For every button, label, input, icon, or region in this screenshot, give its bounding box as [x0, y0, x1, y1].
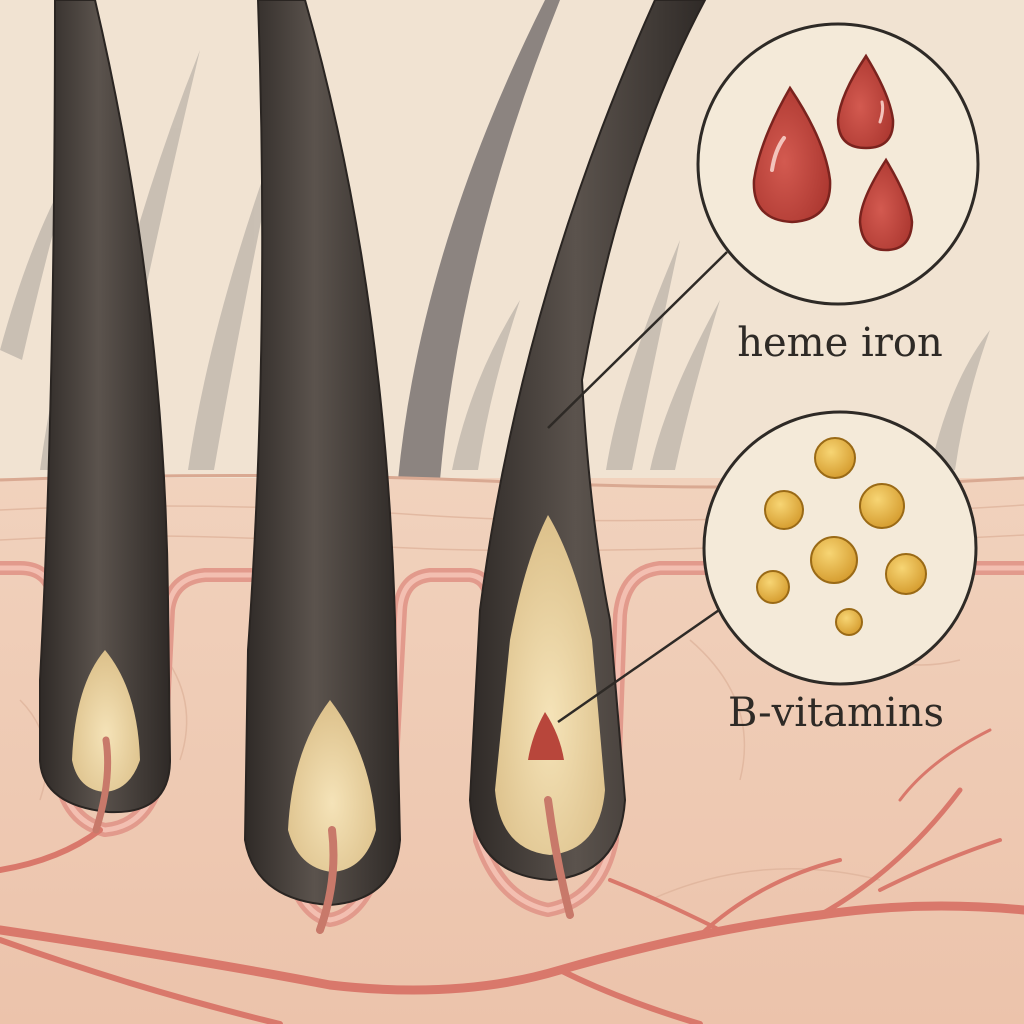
- background-hair: [650, 300, 720, 470]
- b-vitamins-callout: B-vitamins: [702, 410, 978, 736]
- heme-iron-callout: heme iron: [696, 22, 980, 366]
- background-hair: [452, 300, 520, 470]
- papilla-vessel-inner: [0, 565, 1024, 923]
- heme-iron-leader-line: [547, 251, 728, 429]
- blood-drop-icon: [836, 53, 895, 150]
- blood-drop-icon: [858, 157, 914, 252]
- blood-vessels: [0, 728, 1024, 1024]
- b-vitamins-leader-line: [557, 606, 723, 724]
- background-hair: [606, 240, 680, 470]
- vitamin-bead-icon: [859, 483, 905, 529]
- heme-iron-label: heme iron: [737, 320, 943, 366]
- background-hair: [188, 130, 280, 470]
- drop-highlight: [878, 100, 885, 124]
- b-vitamins-label: B-vitamins: [728, 690, 944, 736]
- hair-shaft: [39, 0, 172, 814]
- hair-bulb: [72, 650, 140, 792]
- vitamin-bead-icon: [756, 570, 790, 604]
- vitamin-bead-icon: [810, 536, 858, 584]
- blood-drop-icon: [752, 85, 832, 224]
- papilla-capillary: [316, 826, 338, 934]
- heme-iron-circle: [696, 22, 980, 306]
- inner-root-sheath: [495, 515, 605, 855]
- drop-highlight: [770, 136, 786, 172]
- vitamin-bead-icon: [835, 608, 863, 636]
- vitamin-bead-icon: [764, 490, 804, 530]
- background-hair: [0, 170, 70, 360]
- hair-follicle-1: [39, 0, 172, 834]
- papilla-capillary: [544, 796, 574, 919]
- background-hair: [930, 330, 990, 470]
- dermal-papilla: [528, 712, 564, 760]
- background-hair-dark: [398, 0, 560, 480]
- hair-bulb: [288, 700, 376, 872]
- vitamin-bead-icon: [885, 553, 927, 595]
- papilla-capillary: [92, 736, 112, 834]
- vitamin-bead-icon: [814, 437, 856, 479]
- hair-follicle-2: [243, 0, 402, 934]
- hair-follicle-3: [468, 0, 707, 919]
